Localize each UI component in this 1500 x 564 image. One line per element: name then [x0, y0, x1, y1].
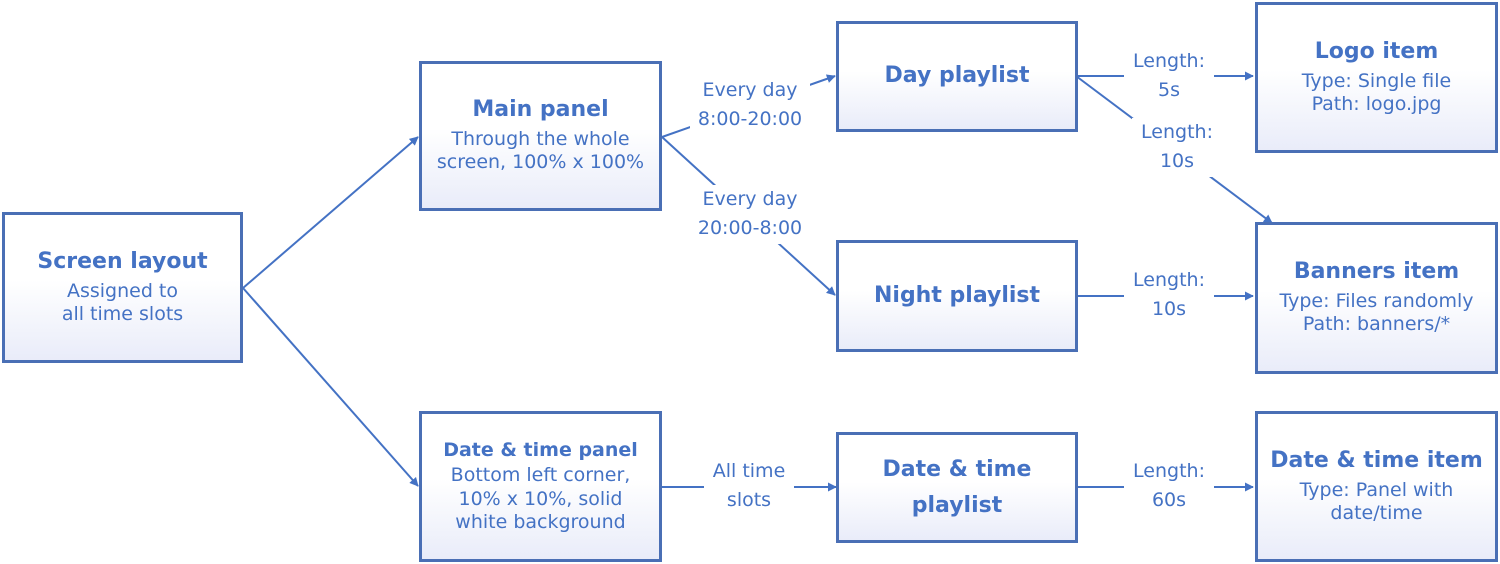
node-title: Date & time: [882, 457, 1032, 483]
edge-label-dtplaylist-to-dtitem: Length:60s: [1124, 457, 1214, 516]
edge-label-night-to-banners: Length:10s: [1124, 266, 1214, 325]
node-day-playlist: Day playlist: [836, 21, 1078, 132]
node-title: Banners item: [1293, 259, 1460, 285]
node-title: Logo item: [1314, 38, 1439, 64]
node-logo-item: Logo item Type: Single file Path: logo.j…: [1255, 2, 1498, 153]
edge-layout-to-datetime-panel: [242, 287, 419, 487]
node-night-playlist: Night playlist: [836, 240, 1078, 352]
edge-label-day-to-logo: Length:5s: [1124, 47, 1214, 106]
node-main-panel: Main panel Through the whole screen, 100…: [419, 61, 662, 211]
node-datetime-item: Date & time item Type: Panel with date/t…: [1255, 411, 1498, 562]
node-banners-item: Banners item Type: Files randomly Path: …: [1255, 222, 1498, 374]
node-title: Date & time item: [1270, 447, 1483, 473]
node-title: Date & time panel: [443, 439, 638, 462]
edge-label-day-to-banners: Length:10s: [1132, 118, 1222, 177]
edge-layout-to-main: [242, 136, 419, 289]
node-title-line2: playlist: [911, 492, 1003, 518]
node-datetime-playlist: Date & time playlist: [836, 432, 1078, 543]
node-title: Screen layout: [37, 248, 208, 274]
node-title: Day playlist: [884, 63, 1030, 89]
node-title: Night playlist: [873, 282, 1041, 308]
node-title: Main panel: [472, 97, 609, 123]
node-screen-layout: Screen layout Assigned to all time slots: [2, 212, 243, 363]
node-datetime-panel: Date & time panel Bottom left corner, 10…: [419, 411, 662, 562]
